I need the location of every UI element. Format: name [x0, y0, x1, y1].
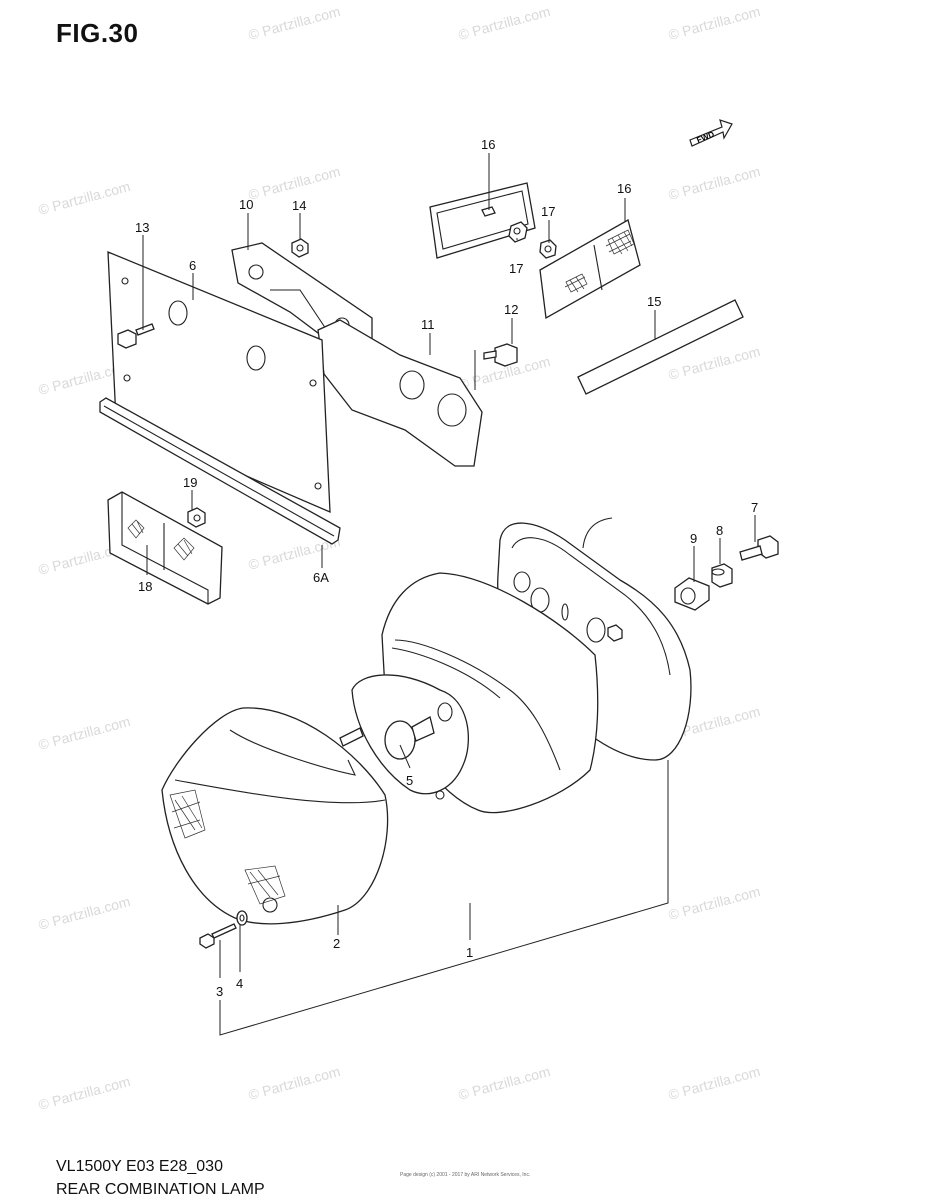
callout-label: 14	[292, 198, 306, 213]
part-13-bolt	[117, 323, 155, 349]
watermark: © Partzilla.com	[457, 1063, 552, 1103]
callout-label: 3	[216, 984, 223, 999]
watermark: © Partzilla.com	[667, 3, 762, 43]
callout-label: 11	[421, 317, 435, 332]
callout-label: 10	[239, 197, 253, 212]
copyright-note: Page design (c) 2001 - 2017 by ARI Netwo…	[400, 1172, 531, 1178]
part-5-bulb-socket	[339, 674, 470, 800]
watermark: © Partzilla.com	[247, 3, 342, 43]
callout-label: 8	[716, 523, 723, 538]
callout-label: 12	[504, 302, 518, 317]
part-1-housing-base	[497, 517, 692, 761]
callout-label: 4	[236, 976, 243, 991]
callout-labels: 1 2 3 4 5 6 6A 7 8 9 10 11 12 13 14 15 1…	[135, 137, 758, 999]
part-2-lens	[161, 707, 389, 925]
callout-label: 2	[333, 936, 340, 951]
part-16-right-reflector	[539, 219, 641, 320]
callout-label: 17	[541, 204, 555, 219]
watermark: © Partzilla.com	[667, 883, 762, 923]
callout-label: 13	[135, 220, 149, 235]
callout-label: 6	[189, 258, 196, 273]
watermark: © Partzilla.com	[247, 163, 342, 203]
part-6-plate	[107, 251, 331, 514]
part-3-screw	[199, 923, 237, 949]
watermark: © Partzilla.com	[247, 1063, 342, 1103]
part-18-reflector	[107, 491, 223, 605]
callout-label: 16	[617, 181, 631, 196]
watermark: © Partzilla.com	[667, 163, 762, 203]
watermark: © Partzilla.com	[667, 343, 762, 383]
part-17-nut	[508, 221, 528, 243]
watermark: © Partzilla.com	[457, 3, 552, 43]
callout-label: 19	[183, 475, 197, 490]
watermark: © Partzilla.com	[37, 1073, 132, 1113]
part-4-washer	[236, 910, 248, 926]
leader-lines	[142, 153, 756, 1036]
part-17-nut	[539, 239, 557, 259]
section-name: REAR COMBINATION LAMP	[56, 1181, 265, 1198]
watermark: © Partzilla.com	[37, 893, 132, 933]
part-8-collar	[711, 563, 733, 588]
watermark: © Partzilla.com	[37, 178, 132, 218]
part-11-bracket-plate	[317, 319, 483, 467]
callout-label: 17	[509, 261, 523, 276]
part-15-tape-strip	[577, 299, 744, 395]
watermark: © Partzilla.com	[667, 1063, 762, 1103]
callout-label: 9	[690, 531, 697, 546]
callout-label: 1	[466, 945, 473, 960]
callout-label: 5	[406, 773, 413, 788]
part-12-bolt	[483, 343, 518, 367]
forward-label: FWD	[695, 130, 715, 145]
part-6a-trim-strip	[99, 397, 341, 545]
callout-label: 18	[138, 579, 152, 594]
callout-label: 6A	[313, 570, 329, 585]
part-19-nut	[187, 507, 206, 528]
part-14-nut	[291, 238, 309, 258]
forward-direction-arrow-icon: FWD	[689, 119, 733, 147]
part-16-upper-reflector	[429, 182, 536, 259]
watermark: © Partzilla.com	[37, 713, 132, 753]
model-code: VL1500Y E03 E28_030	[56, 1158, 223, 1175]
callout-label: 16	[481, 137, 495, 152]
callout-label: 15	[647, 294, 661, 309]
figure-title: FIG.30	[56, 18, 139, 48]
part-7-bolt	[739, 535, 779, 561]
callout-label: 7	[751, 500, 758, 515]
part-9-grommet	[674, 577, 710, 611]
